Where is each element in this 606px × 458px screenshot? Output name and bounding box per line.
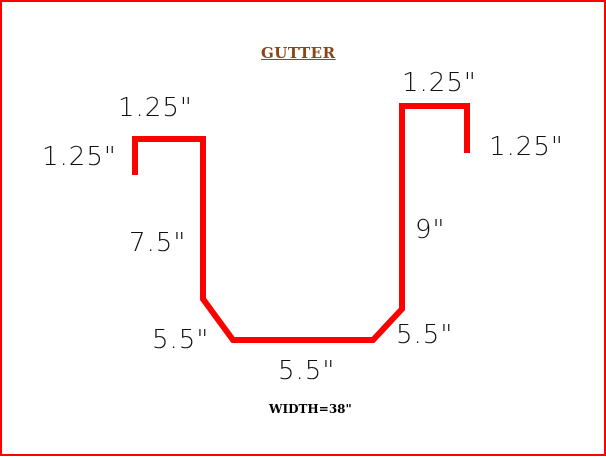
dim-left-lip-side: 1.25" xyxy=(42,142,117,172)
dim-right-lip-side: 1.25" xyxy=(489,132,564,162)
dim-bottom: 5.5" xyxy=(278,356,336,386)
diagram-title: GUTTER xyxy=(261,44,336,62)
gutter-profile-line xyxy=(132,103,470,343)
dim-right-lip-top: 1.25" xyxy=(402,68,477,98)
dim-right-bevel: 5.5" xyxy=(396,320,454,350)
total-width-label: WIDTH=38" xyxy=(269,402,352,416)
dim-left-wall: 7.5" xyxy=(129,228,187,258)
dim-right-wall: 9" xyxy=(415,215,446,245)
dim-left-bevel: 5.5" xyxy=(152,325,210,355)
dim-left-lip-top: 1.25" xyxy=(118,93,193,123)
